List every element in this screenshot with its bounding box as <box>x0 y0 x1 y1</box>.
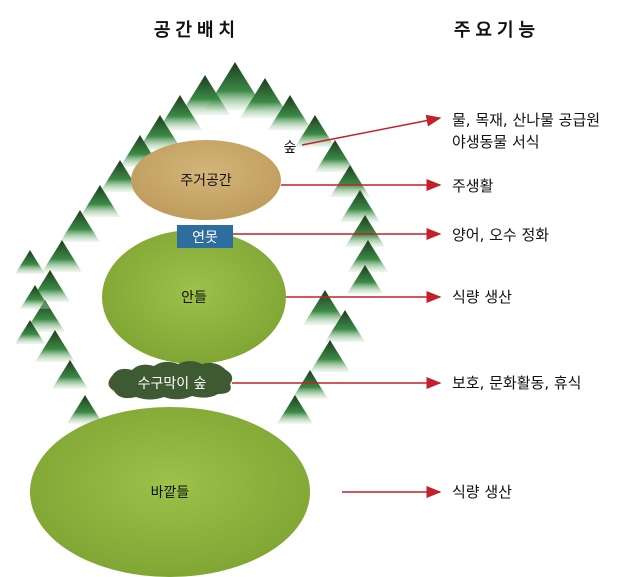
outer-field-label: 바깥들 <box>151 485 190 501</box>
sugumagi-forest-label: 수구막이 숲 <box>138 376 207 392</box>
forest-function-line1: 물, 목재, 산나물 공급원 <box>452 111 600 129</box>
mountain-peak <box>295 115 335 147</box>
mountain-peak <box>138 115 182 151</box>
mountain-peak <box>158 95 202 131</box>
mountain-peak <box>292 370 328 399</box>
pond-function: 양어, 오수 정화 <box>452 226 549 244</box>
forest-function-line2: 야생동물 서식 <box>452 133 540 151</box>
outer-field-ellipse <box>30 407 310 577</box>
mountain-peak <box>205 62 265 110</box>
mountain-peak <box>100 160 140 192</box>
mountain-peak <box>340 190 380 222</box>
mountain-peak <box>52 360 88 389</box>
pond-box <box>177 225 233 248</box>
sugumagi-forest-blob <box>108 361 233 400</box>
mountain-peak <box>347 265 383 294</box>
forest-arrow <box>301 114 442 146</box>
mountain-ring <box>15 62 388 424</box>
mountain-peak <box>67 395 103 424</box>
forest-label: 숲 <box>284 140 297 156</box>
mountain-peak <box>348 240 388 272</box>
mountain-peak <box>25 300 65 332</box>
function-title: 주요기능 <box>454 20 540 41</box>
mountain-peak <box>80 185 120 217</box>
mountain-peak <box>268 95 312 131</box>
mountain-peak <box>315 140 355 172</box>
mountain-peak <box>325 310 365 342</box>
inner-field-ellipse <box>102 230 286 364</box>
inner-field-label: 안들 <box>181 290 207 306</box>
mountain-peak <box>15 250 45 274</box>
mountain-peak <box>15 320 45 344</box>
mountain-peak <box>303 290 347 326</box>
sugumagi-forest-function: 보호, 문화활동, 휴식 <box>452 374 581 392</box>
arrows <box>232 114 442 498</box>
mountain-peak <box>277 395 313 424</box>
layout-title: 공간배치 <box>154 20 240 41</box>
mountain-peak <box>330 165 370 197</box>
residential-function: 주생활 <box>452 177 494 195</box>
mountain-peak <box>60 210 100 242</box>
mountain-peak <box>240 78 290 118</box>
outer-field-function: 식량 생산 <box>452 483 512 501</box>
mountain-peak <box>35 330 75 362</box>
mountain-peak <box>310 340 350 372</box>
mountain-peak <box>180 75 230 115</box>
inner-field-function: 식량 생산 <box>452 288 512 306</box>
mountain-peak <box>20 285 50 309</box>
mountain-peak <box>42 240 82 272</box>
residential-label: 주거공간 <box>180 173 232 189</box>
mountain-peak <box>345 215 385 247</box>
residential-ellipse <box>131 140 281 220</box>
pond-label: 연못 <box>192 230 218 246</box>
